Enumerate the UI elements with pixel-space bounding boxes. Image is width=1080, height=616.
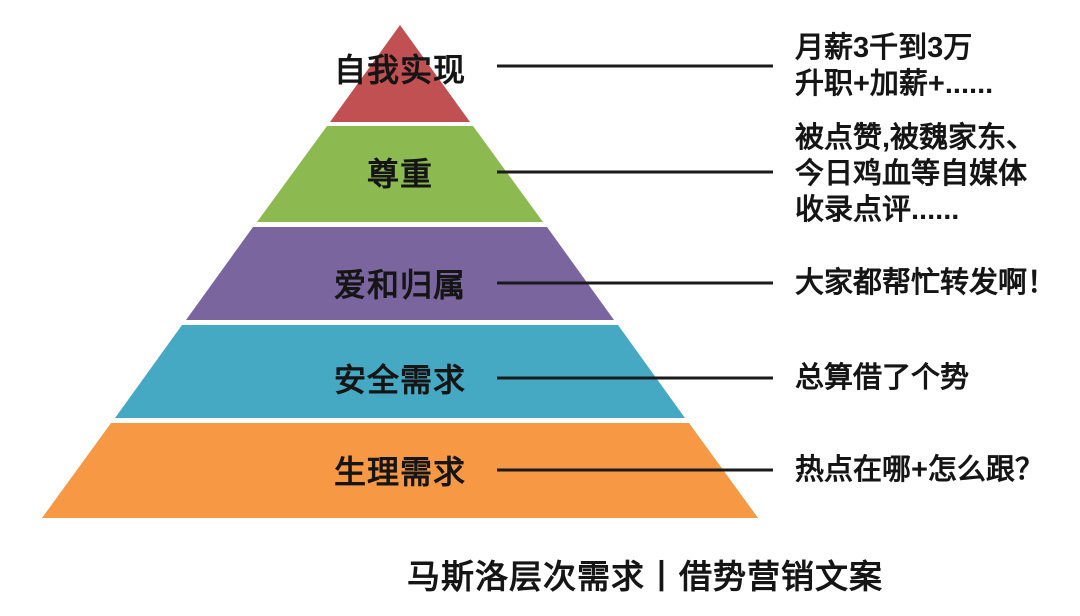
level-label-safety: 安全需求 <box>333 362 467 398</box>
leader-line-physiological <box>497 468 773 472</box>
pyramid-level-physiological-shape <box>42 423 758 518</box>
caption: 马斯洛层次需求丨借势营销文案 <box>407 558 883 595</box>
annotation-self-actualization: 月薪3千到3万 升职+加薪+...... <box>795 30 993 102</box>
leader-line-self-actualization <box>497 64 773 68</box>
annotation-esteem: 被点赞,被魏家东、 今日鸡血等自媒体 收录点评...... <box>795 120 1035 228</box>
level-label-love-belonging: 爱和归属 <box>333 267 467 303</box>
pyramid-level-safety-shape <box>115 325 685 418</box>
annotation-line: 月薪3千到3万 <box>795 32 973 64</box>
level-label-self-actualization: 自我实现 <box>333 52 467 88</box>
leader-line-esteem <box>497 170 773 174</box>
leader-line-love-belonging <box>497 281 773 285</box>
annotation-line: 热点在哪+怎么跟？ <box>795 454 1044 486</box>
leader-line-safety <box>497 376 773 380</box>
level-label-esteem: 尊重 <box>366 156 434 192</box>
annotation-line: 总算借了个势 <box>795 362 970 394</box>
annotation-line: 被点赞,被魏家东、 <box>795 122 1036 154</box>
pyramid-level-self-actualization-shape <box>330 25 470 122</box>
annotation-line: 大家都帮忙转发啊！ <box>795 267 1057 299</box>
pyramid-level-esteem-shape <box>257 126 543 222</box>
level-label-physiological: 生理需求 <box>333 454 467 490</box>
annotation-line: 升职+加薪+...... <box>795 68 994 100</box>
annotation-love-belonging: 大家都帮忙转发啊！ <box>795 265 1056 301</box>
annotation-line: 收录点评...... <box>795 194 960 226</box>
pyramid-level-love-belonging-shape <box>186 227 614 320</box>
annotation-physiological: 热点在哪+怎么跟？ <box>795 452 1044 488</box>
annotation-safety: 总算借了个势 <box>795 360 969 396</box>
annotation-line: 今日鸡血等自媒体 <box>795 158 1028 190</box>
